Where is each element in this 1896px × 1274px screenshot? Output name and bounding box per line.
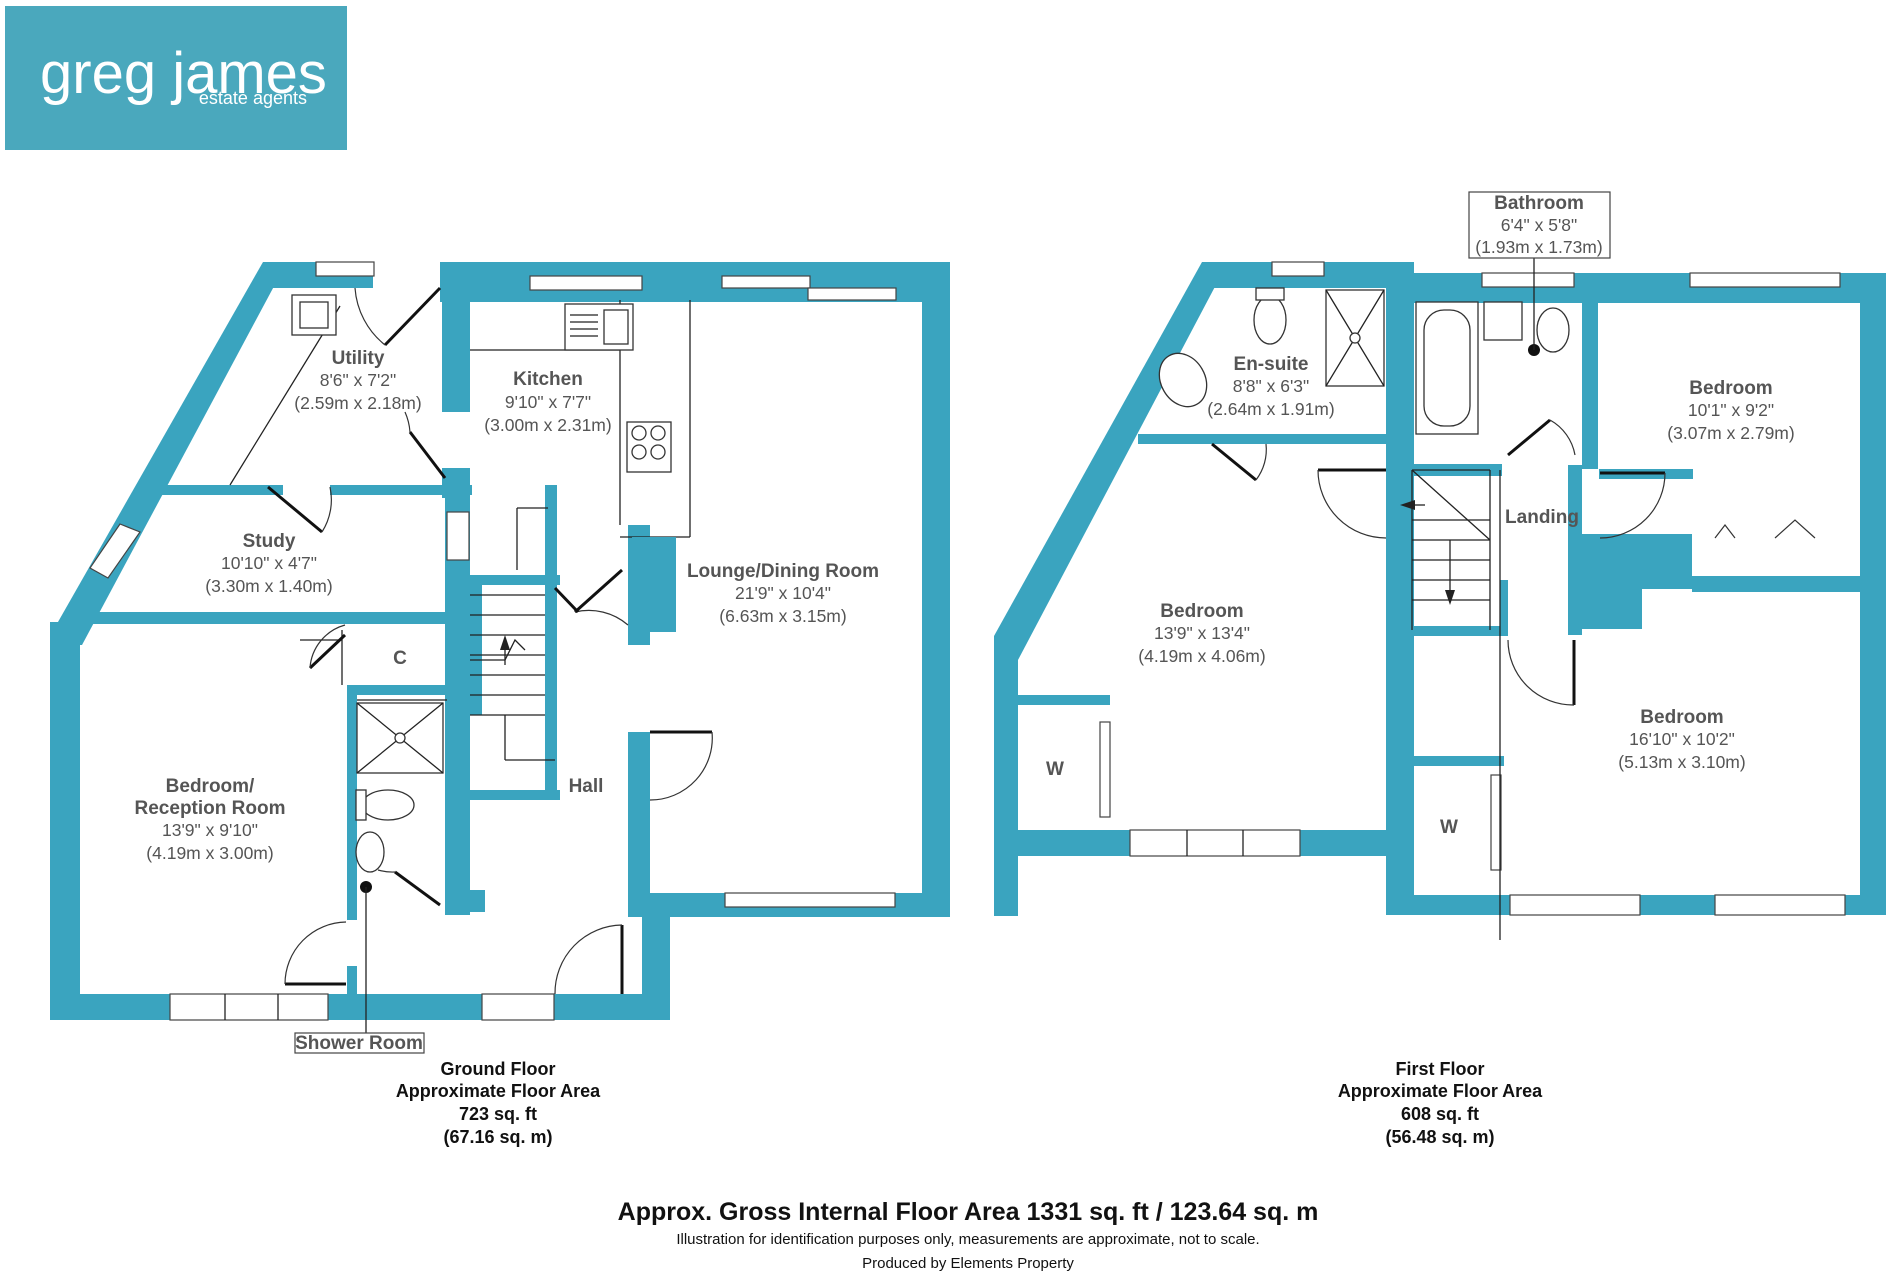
kitchen-dims-metric: (3.00m x 2.31m) <box>484 415 611 435</box>
utility-label: Utility <box>332 348 385 369</box>
cupboard-label: C <box>393 648 407 669</box>
toilet-icon <box>361 789 415 821</box>
bathroom-label: Bathroom <box>1494 193 1584 214</box>
bedroom-2-dims-metric: (3.07m x 2.79m) <box>1667 423 1794 443</box>
ground-floor-caption: Ground Floor Approximate Floor Area 723 … <box>396 1059 601 1147</box>
ensuite-label: En-suite <box>1234 354 1309 375</box>
bathroom-dims-metric: (1.93m x 1.73m) <box>1475 237 1602 257</box>
wardrobe-2-label: W <box>1440 817 1458 838</box>
lounge-dims-imperial: 21'9" x 10'4" <box>735 583 831 603</box>
bedroom-1-dims-imperial: 13'9" x 13'4" <box>1154 623 1250 643</box>
producer-credit: Produced by Elements Property <box>862 1255 1074 1272</box>
ground-floor-title: Ground Floor <box>441 1059 556 1079</box>
first-floor-labels: Bathroom 6'4" x 5'8" (1.93m x 1.73m) En-… <box>1046 191 1795 838</box>
logo-background <box>5 6 347 150</box>
ground-floor-area-sqft: 723 sq. ft <box>459 1104 537 1124</box>
brand-logo: greg james estate agents <box>5 6 347 150</box>
ground-floor-area-sqm: (67.16 sq. m) <box>443 1127 552 1147</box>
ensuite-toilet-icon <box>1253 295 1287 345</box>
bathroom-toilet-icon <box>1536 307 1570 353</box>
ground-floor-area-label: Approximate Floor Area <box>396 1081 601 1101</box>
ground-floor-walls <box>50 262 950 1020</box>
ground-floor-labels: Utility 8'6" x 7'2" (2.59m x 2.18m) Kitc… <box>135 348 880 1054</box>
ground-floor-fixtures <box>291 294 672 1036</box>
bedroom-2-label: Bedroom <box>1689 378 1772 399</box>
kitchen-dims-imperial: 9'10" x 7'7" <box>505 392 591 412</box>
shower-room-label-box <box>294 1032 425 1054</box>
ensuite-dims-imperial: 8'8" x 6'3" <box>1233 376 1310 396</box>
bedroom-3-dims-imperial: 16'10" x 10'2" <box>1629 729 1735 749</box>
first-floor-plan: Bathroom 6'4" x 5'8" (1.93m x 1.73m) En-… <box>994 191 1886 940</box>
utility-dims-metric: (2.59m x 2.18m) <box>294 393 421 413</box>
shower-room-label: Shower Room <box>295 1033 423 1054</box>
first-floor-area-sqft: 608 sq. ft <box>1401 1104 1479 1124</box>
first-floor-interior <box>1400 469 1501 940</box>
hall-label: Hall <box>569 776 604 797</box>
utility-dims-imperial: 8'6" x 7'2" <box>320 370 397 390</box>
bedroom-reception-dims-metric: (4.19m x 3.00m) <box>146 843 273 863</box>
ground-floor-windows <box>89 261 897 1021</box>
logo-name: greg james <box>40 41 327 106</box>
ensuite-dims-metric: (2.64m x 1.91m) <box>1207 399 1334 419</box>
bedroom-reception-label-line1: Bedroom/ <box>166 776 255 797</box>
disclaimer: Illustration for identification purposes… <box>676 1231 1259 1248</box>
ensuite-basin-icon <box>1158 352 1208 408</box>
bedroom-1-label: Bedroom <box>1160 601 1243 622</box>
logo-tagline: estate agents <box>199 88 307 108</box>
bedroom-reception-dims-imperial: 13'9" x 9'10" <box>162 820 258 840</box>
bathroom-dims-imperial: 6'4" x 5'8" <box>1501 215 1578 235</box>
bedroom-3-dims-metric: (5.13m x 3.10m) <box>1618 752 1745 772</box>
ground-floor-plan: Utility 8'6" x 7'2" (2.59m x 2.18m) Kitc… <box>50 261 950 1054</box>
lounge-dims-metric: (6.63m x 3.15m) <box>719 606 846 626</box>
bedroom-reception-label-line2: Reception Room <box>135 798 286 819</box>
first-floor-area-label: Approximate Floor Area <box>1338 1081 1543 1101</box>
basin-icon <box>355 831 385 873</box>
first-floor-area-sqm: (56.48 sq. m) <box>1385 1127 1494 1147</box>
bathroom-basin-icon <box>1483 301 1523 341</box>
bedroom-3-label: Bedroom <box>1640 707 1723 728</box>
first-floor-caption: First Floor Approximate Floor Area 608 s… <box>1338 1059 1543 1147</box>
wardrobe-1-label: W <box>1046 759 1064 780</box>
lounge-label: Lounge/Dining Room <box>687 561 879 582</box>
footer: Approx. Gross Internal Floor Area 1331 s… <box>618 1198 1319 1272</box>
first-floor-fixtures <box>1158 250 1570 435</box>
bathroom-label-box <box>1468 191 1611 259</box>
first-floor-doors <box>1211 418 1816 706</box>
study-label: Study <box>243 531 296 552</box>
total-floor-area: Approx. Gross Internal Floor Area 1331 s… <box>618 1198 1319 1226</box>
study-dims-metric: (3.30m x 1.40m) <box>205 576 332 596</box>
bedroom-2-dims-imperial: 10'1" x 9'2" <box>1688 400 1774 420</box>
first-floor-title: First Floor <box>1396 1059 1485 1079</box>
landing-label: Landing <box>1505 507 1579 528</box>
first-floor-windows <box>1099 261 1846 916</box>
ground-floor-doors <box>267 286 713 995</box>
ground-floor-interior <box>229 300 691 761</box>
bedroom-1-dims-metric: (4.19m x 4.06m) <box>1138 646 1265 666</box>
kitchen-label: Kitchen <box>513 369 583 390</box>
study-dims-imperial: 10'10" x 4'7" <box>221 553 317 573</box>
